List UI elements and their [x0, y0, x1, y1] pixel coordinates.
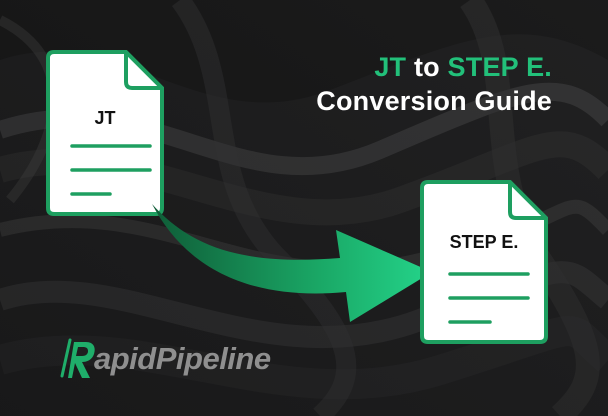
brand-logo: apidPipeline — [60, 336, 271, 382]
target-document: STEP E. — [418, 178, 550, 346]
logo-r-icon — [60, 338, 95, 378]
document-icon — [420, 180, 548, 344]
target-document-label: STEP E. — [449, 232, 519, 252]
title-line-2: Conversion Guide — [316, 86, 552, 116]
document-icon — [46, 50, 164, 216]
source-document: JT — [44, 48, 166, 218]
title-source-format: JT — [374, 52, 407, 82]
title-connector: to — [413, 52, 440, 82]
source-document-label: JT — [94, 108, 116, 128]
page-title: JT to STEP E. Conversion Guide — [316, 50, 552, 118]
brand-name: apidPipeline — [94, 341, 271, 376]
curved-arrow-icon — [152, 204, 432, 322]
title-line-1: JT to STEP E. — [316, 50, 552, 84]
title-target-format: STEP E. — [447, 52, 552, 82]
